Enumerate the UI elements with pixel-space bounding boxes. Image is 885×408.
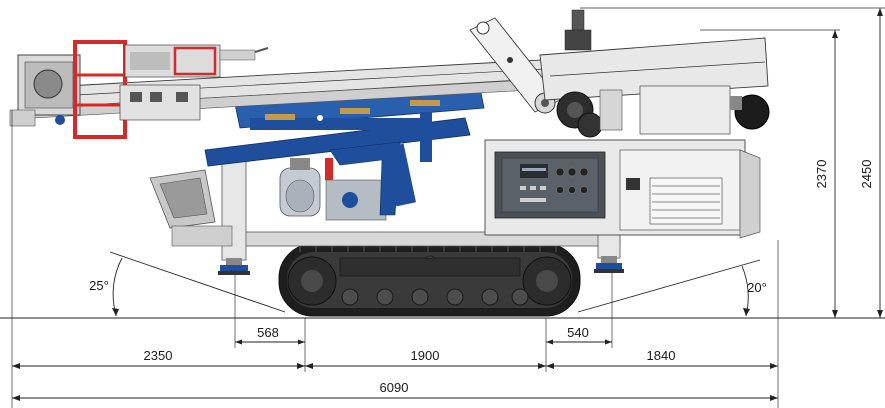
upper-boom [539, 9, 769, 101]
dim-1840: 1840 [647, 348, 676, 363]
dim-568: 568 [257, 325, 279, 340]
dim-540: 540 [567, 325, 589, 340]
control-panel [494, 151, 606, 219]
counterweight-ball [734, 94, 770, 130]
winch [556, 85, 731, 138]
dim-2370: 2370 [814, 160, 829, 189]
dim-6090: 6090 [380, 380, 409, 395]
angle-front: 25° [89, 278, 109, 293]
dim-2350: 2350 [144, 348, 173, 363]
machine-illustration [9, 9, 770, 317]
crawler-track [278, 243, 581, 317]
hydraulic-unit [279, 158, 387, 221]
front-outrigger [218, 150, 250, 275]
dim-1900: 1900 [411, 348, 440, 363]
dim-2450: 2450 [859, 160, 874, 189]
ball-mount [730, 96, 742, 110]
rotary-head [9, 40, 269, 139]
blue-boom [204, 87, 485, 216]
angle-rear: 20° [747, 280, 767, 295]
dimension-lines [11, 7, 885, 408]
front-guard [149, 169, 233, 247]
